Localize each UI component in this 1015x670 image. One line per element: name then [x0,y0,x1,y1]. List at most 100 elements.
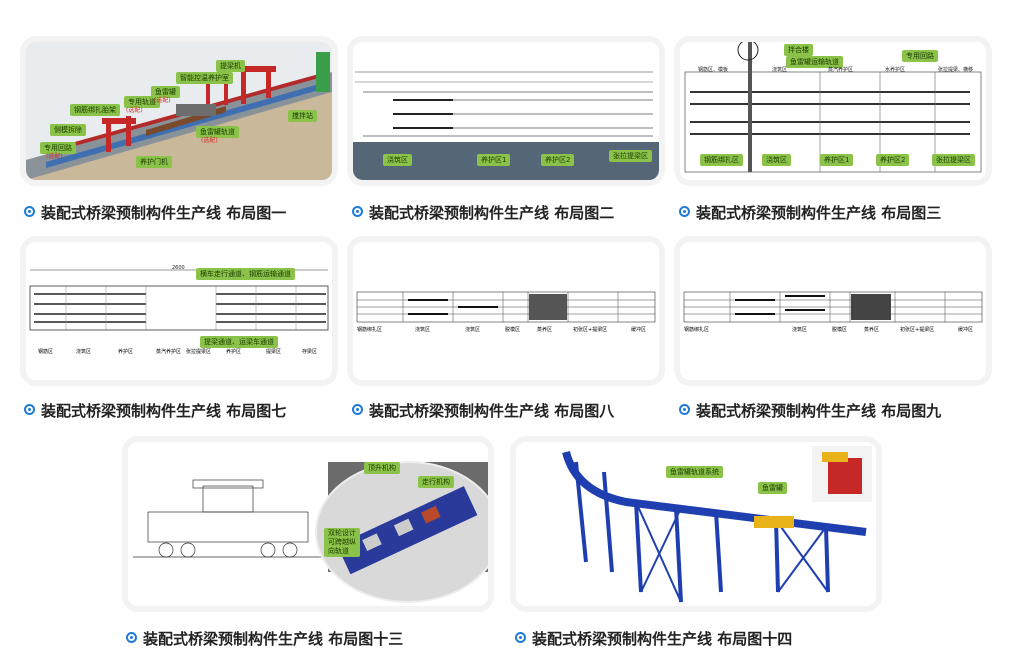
bullet-icon [352,404,363,415]
fig14-label: 鱼雷罐轨道系统 [666,466,723,478]
fig7-zone: 蒸汽养护区 [156,349,182,355]
fig8-zone: 钢筋绑扎区 [357,327,383,333]
layout-image-1: 提梁机 智能控温养护室 鱼雷罐 专用轨道 钢筋绑扎胎架 侧模拆除 专用回路 搅拌… [26,42,332,180]
fig3-label: 浇筑区 [762,154,791,166]
fig3-label: 养护区1 [820,154,854,166]
fig7-dimension: 2600 [172,265,185,271]
bullet-icon [126,632,137,643]
factory-3d-render [26,42,332,180]
layout-card-1[interactable]: 提梁机 智能控温养护室 鱼雷罐 专用轨道 钢筋绑扎胎架 侧模拆除 专用回路 搅拌… [20,36,338,186]
fig1-label: 侧模拆除 [50,124,86,136]
fig2-label: 养护区2 [541,154,575,166]
fig8-zone: 浇筑区 [415,327,431,333]
layout-image-9: 钢筋绑扎区 浇筑区 脱模区 蒸养区 初张区+提梁区 缓冲区 [680,242,986,380]
layout-image-13: 顶升机构 走行机构 双轮设计 可跨越纵 向轨道 [128,442,488,606]
fig2-label: 张拉提梁区 [609,150,652,162]
caption-2[interactable]: 装配式桥梁预制构件生产线 布局图二 [352,202,614,223]
fig8-zone: 脱模区 [505,327,521,333]
fig9-zone: 钢筋绑扎区 [684,327,710,333]
fig7-zone: 养护区 [226,349,242,355]
fig1-label: 专用轨道 [124,96,160,108]
fig3-zone: 钢筋区、模板 [698,67,729,73]
layout-card-7[interactable]: 2600 横车走行通道、钢筋运输通道 提梁通道、运梁车通道 钢筋区 浇筑区 养护… [20,236,338,386]
fig9-zone: 浇筑区 [792,327,808,333]
layout-image-3: 拌合楼 鱼雷罐运输轨道 专用回路 钢筋绑扎区 浇筑区 养护区1 养护区2 张拉提… [680,42,986,180]
bullet-icon [24,206,35,217]
layout-image-7: 2600 横车走行通道、钢筋运输通道 提梁通道、运梁车通道 钢筋区 浇筑区 养护… [26,242,332,380]
fig3-zone: 张拉提梁、横移 [938,67,974,73]
layout-card-8[interactable]: 钢筋绑扎区 浇筑区 浇筑区 脱模区 蒸养区 初张区+提梁区 缓冲区 [347,236,665,386]
fig3-label: 拌合楼 [784,44,813,56]
layout-card-14[interactable]: 鱼雷罐轨道系统 鱼雷罐 [510,436,882,612]
fig13-label: 走行机构 [418,476,454,488]
fig8-zone: 蒸养区 [537,327,553,333]
fig7-top-label: 横车走行通道、钢筋运输通道 [196,268,295,280]
fig1-label: 钢筋绑扎胎架 [70,104,120,116]
caption-13[interactable]: 装配式桥梁预制构件生产线 布局图十三 [126,628,403,649]
bullet-icon [515,632,526,643]
fig9-zone: 缓冲区 [958,327,974,333]
fig3-label: 专用回路 [902,50,938,62]
caption-14[interactable]: 装配式桥梁预制构件生产线 布局图十四 [515,628,792,649]
plan-drawing [353,242,659,380]
fig1-label: 智能控温养护室 [176,72,233,84]
layout-image-2: 浇筑区 养护区1 养护区2 张拉提梁区 [353,42,659,180]
machine-drawing [128,442,488,606]
fig1-label: 搅拌站 [288,110,317,122]
fig8-zone-row: 钢筋绑扎区 浇筑区 浇筑区 脱模区 蒸养区 初张区+提梁区 缓冲区 [353,326,659,334]
caption-8[interactable]: 装配式桥梁预制构件生产线 布局图八 [352,400,614,421]
fig3-label: 张拉提梁区 [932,154,975,166]
fig3-zone: 水养护区 [885,67,906,73]
fig2-label: 浇筑区 [383,154,412,166]
bullet-icon [679,206,690,217]
fig2-label: 养护区1 [477,154,511,166]
fig1-label: 鱼雷罐轨道 [196,126,239,138]
layout-card-13[interactable]: 顶升机构 走行机构 双轮设计 可跨越纵 向轨道 [122,436,494,612]
fig9-zone: 初张区+提梁区 [900,327,935,333]
fig3-zone: 蒸汽养护区 [828,67,854,73]
fig7-zone: 钢筋区 [38,349,54,355]
fig8-zone: 初张区+提梁区 [573,327,608,333]
layout-image-14: 鱼雷罐轨道系统 鱼雷罐 [516,442,876,606]
fig7-zone: 张拉提梁区 [186,349,212,355]
bullet-icon [679,404,690,415]
bullet-icon [352,206,363,217]
fig7-zone: 浇筑区 [76,349,92,355]
plan-drawing [680,242,986,380]
caption-1[interactable]: 装配式桥梁预制构件生产线 布局图一 [24,202,286,223]
fig3-zone: 浇筑区 [772,67,788,73]
fig7-zone: 提梁区 [266,349,282,355]
fig9-zone-row: 钢筋绑扎区 浇筑区 脱模区 蒸养区 初张区+提梁区 缓冲区 [680,326,986,334]
fig1-optional-note: (选配) [201,137,218,144]
layout-card-3[interactable]: 拌合楼 鱼雷罐运输轨道 专用回路 钢筋绑扎区 浇筑区 养护区1 养护区2 张拉提… [674,36,992,186]
layout-card-2[interactable]: 浇筑区 养护区1 养护区2 张拉提梁区 [347,36,665,186]
caption-7[interactable]: 装配式桥梁预制构件生产线 布局图七 [24,400,286,421]
plan-drawing [26,242,332,380]
fig9-zone: 脱模区 [832,327,848,333]
fig13-label: 双轮设计 可跨越纵 向轨道 [324,528,360,558]
bullet-icon [24,404,35,415]
fig3-label: 鱼雷罐运输轨道 [786,56,843,68]
fig9-zone: 蒸养区 [864,327,880,333]
fig1-label: 专用回路 [40,142,76,154]
fig1-label: 鱼雷罐 [151,86,180,98]
fig3-label: 养护区2 [876,154,910,166]
fig1-label: 养护门机 [136,156,172,168]
fig1-label: 提梁机 [216,60,245,72]
fig7-bottom-label: 提梁通道、运梁车通道 [200,336,278,348]
fig8-zone: 浇筑区 [465,327,481,333]
fig1-optional-note: (选配) [46,153,63,160]
fig7-zone: 存梁区 [302,349,318,355]
fig3-label: 钢筋绑扎区 [700,154,743,166]
layout-image-8: 钢筋绑扎区 浇筑区 浇筑区 脱模区 蒸养区 初张区+提梁区 缓冲区 [353,242,659,380]
layout-card-9[interactable]: 钢筋绑扎区 浇筑区 脱模区 蒸养区 初张区+提梁区 缓冲区 [674,236,992,386]
fig13-label: 顶升机构 [364,462,400,474]
caption-3[interactable]: 装配式桥梁预制构件生产线 布局图三 [679,202,941,223]
fig8-zone: 缓冲区 [631,327,647,333]
fig7-zone: 养护区 [118,349,134,355]
caption-9[interactable]: 装配式桥梁预制构件生产线 布局图九 [679,400,941,421]
fig1-optional-note: (选配) [126,107,143,114]
fig14-label: 鱼雷罐 [758,482,787,494]
fig1-optional-note: (选配) [154,97,171,104]
fig7-zone-row: 钢筋区 浇筑区 养护区 蒸汽养护区 张拉提梁区 养护区 提梁区 存梁区 [26,348,332,356]
